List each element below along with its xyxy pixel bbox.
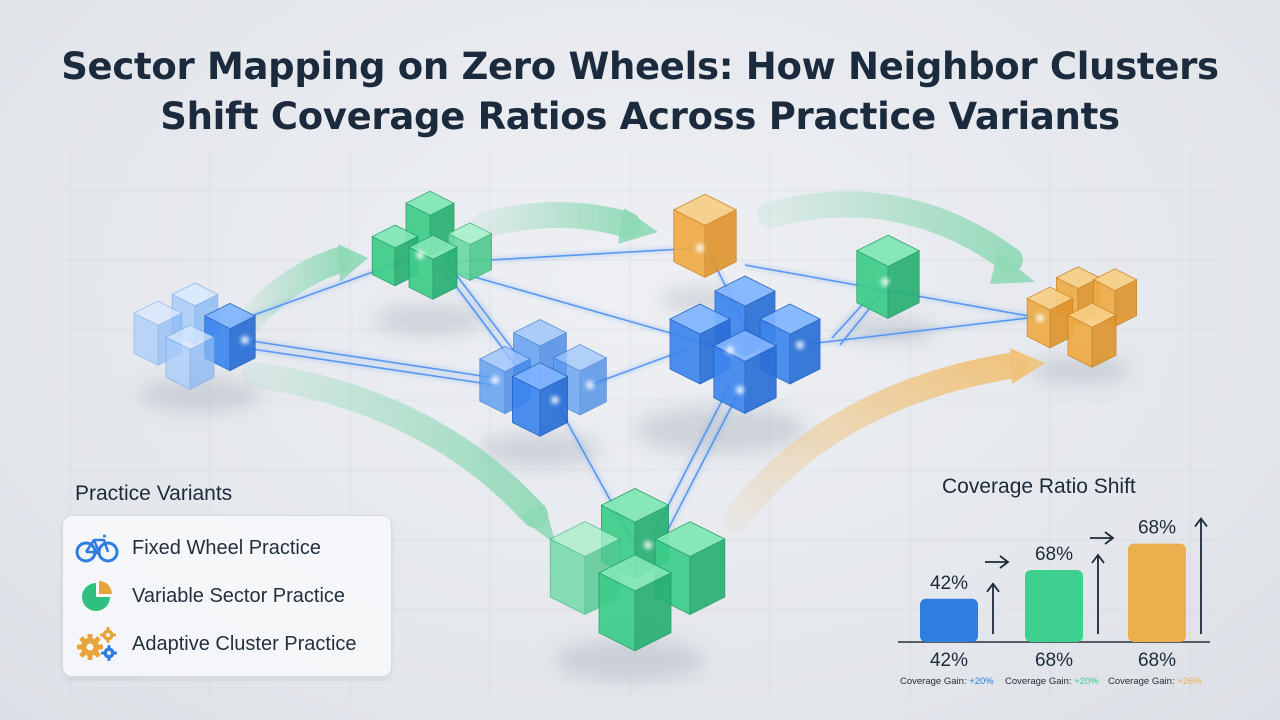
coverage-gain-value-3: +26%: [1177, 676, 1202, 687]
bar-3: [1128, 543, 1186, 642]
cube: [165, 324, 215, 390]
page-title: Sector Mapping on Zero Wheels: How Neigh…: [0, 42, 1280, 142]
bar-2: [1025, 570, 1083, 642]
cluster-orange-right: [1026, 266, 1138, 368]
bar-top-label-2: 68%: [1035, 544, 1073, 565]
up-arrow-head-3: [1194, 517, 1208, 528]
link-node: [491, 376, 499, 384]
link-node: [1036, 314, 1044, 322]
link-node: [726, 346, 734, 354]
coverage-ratio-chart: 42% 42% Coverage Gain: +20% 68% 68% Coverage …: [898, 517, 1210, 687]
bar-top-label-3: 68%: [1138, 518, 1176, 539]
legend-item-adaptive-cluster: Adaptive Cluster Practice: [75, 624, 357, 664]
cube: [511, 362, 569, 437]
coverage-gain-label-3: Coverage Gain: +26%: [1108, 676, 1202, 687]
cluster-blue-mid-left: [478, 319, 608, 437]
link-node: [551, 396, 559, 404]
bicycle-wheel-icon: [75, 528, 119, 568]
cluster-green-right: [855, 234, 921, 320]
legend-label-fixed-wheel: Fixed Wheel Practice: [132, 536, 321, 559]
link-node: [586, 381, 594, 389]
coverage-gain-label-2: Coverage Gain: +20%: [1005, 676, 1099, 687]
link-node: [736, 386, 744, 394]
flow-arrow-green-1: [237, 244, 368, 333]
right-arrow-head-1: [999, 555, 1010, 569]
right-arrow-head-2: [1104, 531, 1115, 545]
link-node: [416, 251, 424, 259]
flow-arrow-green-2: [472, 202, 658, 244]
cluster-green-bottom: [549, 488, 726, 652]
cluster-orange-top: [672, 193, 738, 279]
cluster-green-top: [371, 190, 493, 300]
link-node: [644, 541, 652, 549]
link-node: [881, 278, 889, 286]
legend-item-variable-sector: Variable Sector Practice: [75, 576, 345, 616]
cube: [855, 234, 921, 320]
up-arrow-head-1: [986, 582, 1000, 593]
pie-sector-icon: [75, 576, 119, 616]
gears-icon: [75, 624, 119, 664]
cube: [712, 329, 778, 415]
cube: [1026, 286, 1074, 349]
link-line: [658, 389, 742, 546]
chart-title: Coverage Ratio Shift: [942, 475, 1136, 498]
cube: [672, 193, 738, 279]
cube: [598, 554, 672, 652]
up-arrow-head-2: [1091, 553, 1105, 564]
link-line: [454, 246, 701, 264]
bar-top-label-1: 42%: [930, 573, 968, 594]
legend-item-fixed-wheel: Fixed Wheel Practice: [75, 528, 321, 568]
link-line: [244, 346, 496, 387]
cube: [408, 234, 458, 300]
bar-bottom-label-3: 68%: [1138, 650, 1176, 671]
flow-arrow-green-4: [242, 362, 556, 545]
legend-panel: Fixed Wheel Practice Variable Sector Pra…: [62, 515, 392, 677]
legend-label-variable-sector: Variable Sector Practice: [132, 584, 346, 607]
link-node: [796, 341, 804, 349]
flow-arrow-green-3: [757, 191, 1035, 284]
cube: [1067, 302, 1117, 368]
coverage-gain-value-2: +20%: [1074, 676, 1099, 687]
coverage-gain-value-1: +20%: [969, 676, 994, 687]
flow-arrow-orange-1: [722, 348, 1045, 533]
coverage-gain-label-1: Coverage Gain: +20%: [900, 676, 994, 687]
link-node: [241, 336, 249, 344]
title-line-2: Shift Coverage Ratios Across Practice Va…: [160, 95, 1120, 138]
link-node: [696, 244, 704, 252]
cluster-fixed-start: [133, 282, 257, 390]
legend-label-adaptive-cluster: Adaptive Cluster Practice: [132, 632, 357, 655]
cluster-shadows: [140, 288, 1130, 681]
bar-1: [920, 598, 978, 642]
bar-bottom-label-1: 42%: [930, 650, 968, 671]
legend-title: Practice Variants: [75, 482, 233, 505]
link-line: [244, 338, 496, 380]
cluster-blue-center: [669, 275, 821, 415]
link-line: [799, 314, 1046, 347]
link-nodes: [241, 244, 1044, 549]
bar-bottom-label-2: 68%: [1035, 650, 1073, 671]
title-line-1: Sector Mapping on Zero Wheels: How Neigh…: [61, 45, 1219, 88]
